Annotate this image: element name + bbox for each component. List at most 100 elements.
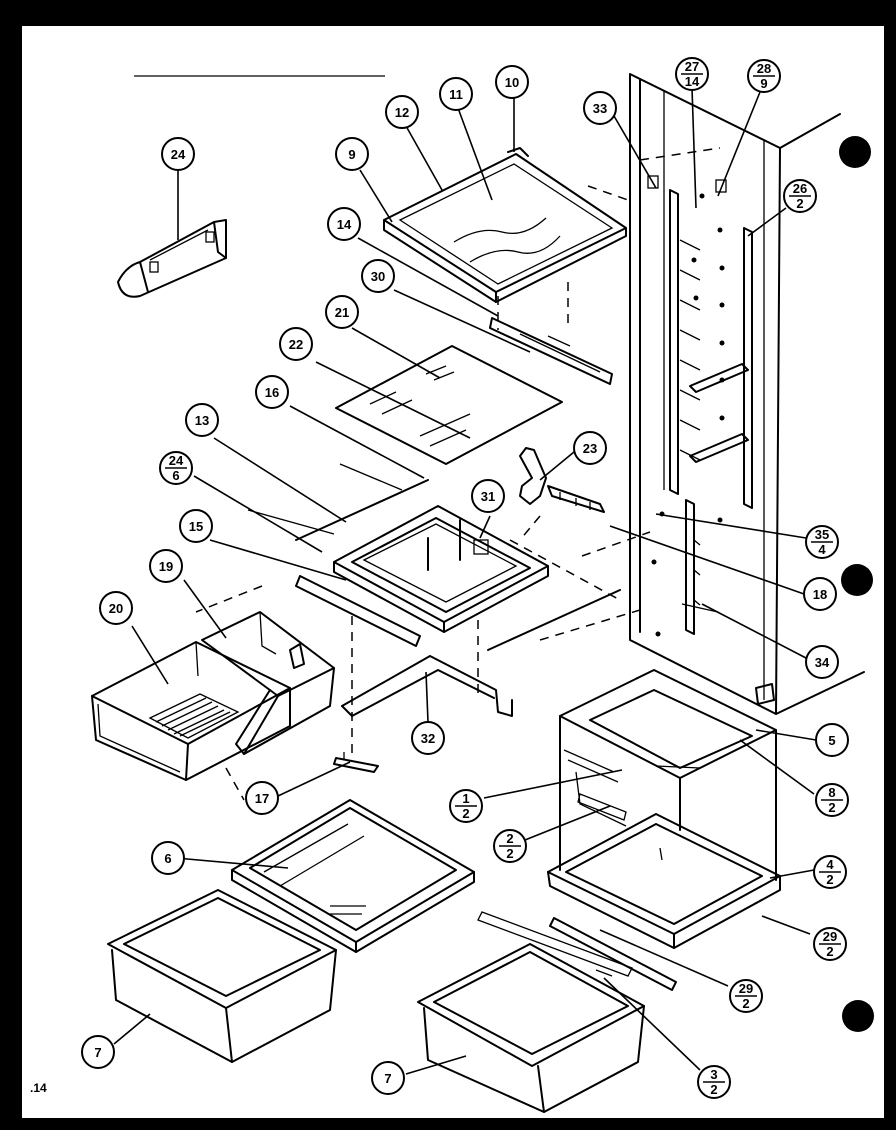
callout-part-number: 16 <box>265 385 279 400</box>
part-callout: 292 <box>813 927 847 961</box>
cabinet-liner-panel <box>629 73 865 715</box>
part-callout: 12 <box>449 789 483 823</box>
part-callout: 14 <box>327 207 361 241</box>
support-rods <box>247 463 621 651</box>
callout-part-number: 12 <box>395 105 409 120</box>
freezer-shelf-frame <box>547 813 781 991</box>
callout-part-number: 32 <box>421 731 435 746</box>
callout-part-number: 5 <box>828 733 835 748</box>
callout-part-number: 7 <box>384 1071 391 1086</box>
callout-part-number: 24 <box>169 453 184 468</box>
part-callout: 246 <box>159 451 193 485</box>
part-callout: 10 <box>495 65 529 99</box>
callout-part-number: 26 <box>793 181 807 196</box>
punch-hole-mark <box>841 564 873 596</box>
part-callout: 17 <box>245 781 279 815</box>
part-number-callouts: 2412111091430212216132461519203123332714… <box>81 57 849 1099</box>
part-callout: 22 <box>279 327 313 361</box>
part-callout: 7 <box>371 1061 405 1095</box>
callout-quantity: 2 <box>710 1082 717 1097</box>
part-callout: 33 <box>583 91 617 125</box>
callout-part-number: 18 <box>813 587 827 602</box>
callout-quantity: 9 <box>760 76 767 91</box>
part-callout: 34 <box>805 645 839 679</box>
crisper-pan-left <box>107 889 337 1063</box>
callout-part-number: 15 <box>189 519 203 534</box>
shelf-rail-parts <box>489 317 613 385</box>
part-callout: 354 <box>805 525 839 559</box>
glass-shelf-panel <box>335 345 563 465</box>
callout-quantity: 4 <box>818 542 826 557</box>
part-callout: 20 <box>99 591 133 625</box>
callout-part-number: 17 <box>255 791 269 806</box>
callout-quantity: 2 <box>826 872 833 887</box>
callout-part-number: 31 <box>481 489 495 504</box>
part-callout: 23 <box>573 431 607 465</box>
callout-part-number: 1 <box>462 791 469 806</box>
callout-part-number: 11 <box>449 87 463 102</box>
part-callout: 5 <box>815 723 849 757</box>
part-callout: 11 <box>439 77 473 111</box>
part-callout: 32 <box>411 721 445 755</box>
callout-part-number: 7 <box>94 1045 101 1060</box>
crisper-frame-assembly <box>295 505 549 647</box>
callout-quantity: 2 <box>796 196 803 211</box>
callout-part-number: 10 <box>505 75 519 90</box>
part-callout: 13 <box>185 403 219 437</box>
page-number: .14 <box>30 1081 47 1095</box>
part-callout: 42 <box>813 855 847 889</box>
callout-part-number: 29 <box>823 929 837 944</box>
part-callout: 24 <box>161 137 195 171</box>
meat-pan-drawer <box>91 641 291 781</box>
callout-quantity: 2 <box>506 846 513 861</box>
callout-leader-lines <box>113 87 817 1075</box>
top-shelf-assembly <box>383 147 627 303</box>
callout-part-number: 30 <box>371 269 385 284</box>
callout-part-number: 34 <box>815 655 830 670</box>
callout-quantity: 2 <box>742 996 749 1011</box>
callout-part-number: 9 <box>348 147 355 162</box>
callout-part-number: 24 <box>171 147 186 162</box>
callout-part-number: 8 <box>828 785 835 800</box>
part-callout: 6 <box>151 841 185 875</box>
callout-part-number: 29 <box>739 981 753 996</box>
part-callout: 22 <box>493 829 527 863</box>
callout-quantity: 14 <box>685 74 700 89</box>
callout-part-number: 33 <box>593 101 607 116</box>
crisper-cross-bracket <box>341 655 513 717</box>
callout-part-number: 4 <box>826 857 834 872</box>
part-callout: 31 <box>471 479 505 513</box>
alignment-lines <box>195 147 721 801</box>
callout-part-number: 22 <box>289 337 303 352</box>
callout-part-number: 21 <box>335 305 349 320</box>
freezer-cabinet-box <box>559 669 777 881</box>
part-callout: 9 <box>335 137 369 171</box>
callout-quantity: 6 <box>172 468 179 483</box>
vegetable-pan-drawer <box>201 611 335 755</box>
part-callout: 82 <box>815 783 849 817</box>
lower-shelf-frame <box>231 799 475 953</box>
callout-part-number: 3 <box>710 1067 717 1082</box>
callout-part-number: 13 <box>195 413 209 428</box>
part-callout: 15 <box>179 509 213 543</box>
door-bin-part <box>117 219 227 298</box>
callout-quantity: 2 <box>828 800 835 815</box>
part-callout: 262 <box>783 179 817 213</box>
part-callout: 18 <box>803 577 837 611</box>
callout-part-number: 19 <box>159 559 173 574</box>
part-callout: 289 <box>747 59 781 93</box>
callout-part-number: 2 <box>506 831 513 846</box>
callout-quantity: 2 <box>462 806 469 821</box>
part-callout: 19 <box>149 549 183 583</box>
callout-part-number: 20 <box>109 601 123 616</box>
part-callout: 292 <box>729 979 763 1013</box>
callout-part-number: 14 <box>337 217 352 232</box>
punch-hole-mark <box>839 136 871 168</box>
small-clip-part <box>333 752 379 773</box>
punch-hole-mark <box>842 1000 874 1032</box>
callout-part-number: 28 <box>757 61 771 76</box>
part-callout: 16 <box>255 375 289 409</box>
shelf-bracket-part <box>519 447 605 513</box>
